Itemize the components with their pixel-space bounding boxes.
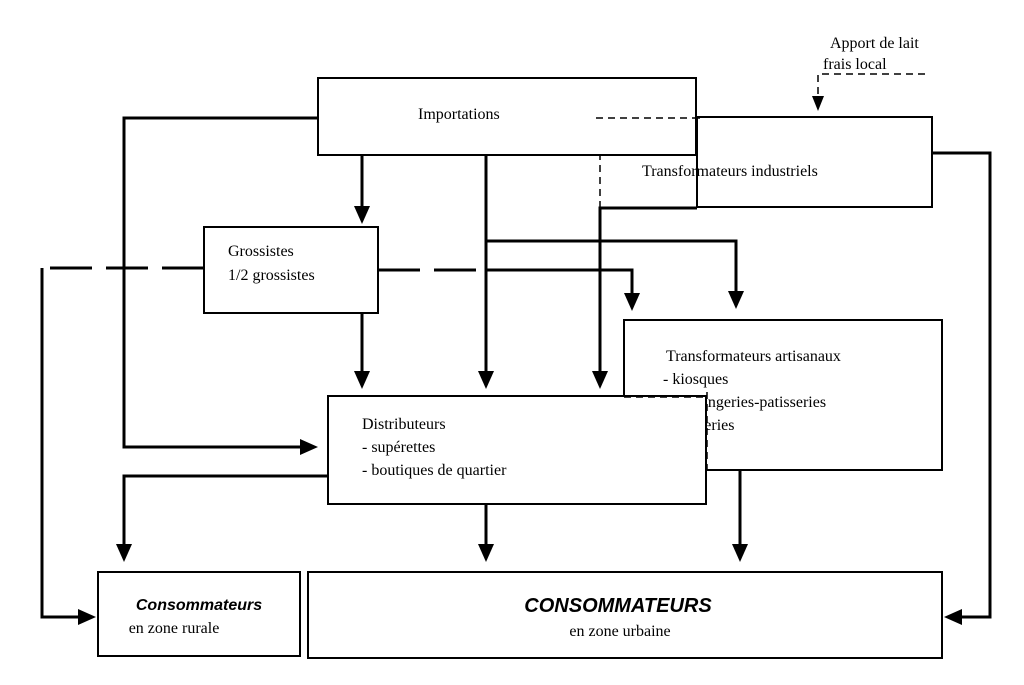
flow-apport-lait	[817, 73, 925, 98]
artisanaux-item-kiosques: - kiosques	[663, 371, 728, 388]
box-consommateurs-urbain: CONSOMMATEURS en zone urbaine	[307, 571, 943, 659]
distributeurs-item-superettes: - supérettes	[362, 439, 435, 456]
flow-grossistes-to-artisanaux	[486, 268, 634, 295]
consommateurs-urbain-title: CONSOMMATEURS	[524, 595, 712, 617]
box-distributeurs: Distributeurs - supérettes - boutiques d…	[327, 395, 707, 505]
demi-grossistes-label: 1/2 grossistes	[228, 267, 315, 284]
flow-importations-to-distributeurs-left	[122, 116, 318, 449]
consommateurs-rural-subtitle: en zone rurale	[129, 620, 220, 637]
arrowhead-artisanaux-b	[728, 291, 744, 309]
distributeurs-label: Distributeurs	[362, 416, 446, 433]
arrowhead-distributeurs-b	[478, 371, 494, 389]
apport-lait-line2: frais local	[823, 56, 887, 73]
distributeurs-item-boutiques: - boutiques de quartier	[362, 462, 507, 479]
arrowhead-urbain-b	[732, 544, 748, 562]
arrowhead-industriels	[812, 96, 824, 111]
arrowhead-rural-top	[116, 544, 132, 562]
box-consommateurs-rural: Consommateurs en zone rurale	[97, 571, 301, 657]
box-transformateurs-industriels: Transformateurs industriels	[642, 116, 933, 208]
box-grossistes: Grossistes 1/2 grossistes	[203, 226, 379, 314]
flow-grossistes-to-rural-solid	[40, 268, 78, 619]
box-importations: Importations	[317, 77, 697, 156]
flow-distributeurs-to-rural	[122, 474, 328, 546]
transformateurs-artisanaux-label: Transformateurs artisanaux	[666, 348, 841, 365]
dashed-overlays	[596, 117, 708, 470]
flow-industriels-to-urbain	[932, 151, 992, 619]
arrowhead-rural-left	[78, 609, 96, 625]
external-input-label: Apport de lait frais local	[823, 35, 919, 73]
arrowhead-grossistes	[354, 206, 370, 224]
arrowheads	[78, 96, 962, 625]
arrowhead-artisanaux-a	[624, 293, 640, 311]
grossistes-label: Grossistes	[228, 243, 294, 260]
transformateurs-industriels-label: Transformateurs industriels	[642, 163, 818, 180]
importations-label: Importations	[418, 106, 500, 123]
arrowhead-distributeurs-left	[300, 439, 318, 455]
consommateurs-urbain-subtitle: en zone urbaine	[569, 623, 670, 640]
arrowhead-distributeurs-a	[354, 371, 370, 389]
flow-importations-to-artisanaux	[486, 239, 738, 293]
consommateurs-rural-title: Consommateurs	[136, 597, 262, 614]
arrowhead-urbain-a	[478, 544, 494, 562]
arrowhead-urbain-right	[944, 609, 962, 625]
arrowhead-distributeurs-c	[592, 371, 608, 389]
apport-lait-line1: Apport de lait	[830, 35, 919, 52]
